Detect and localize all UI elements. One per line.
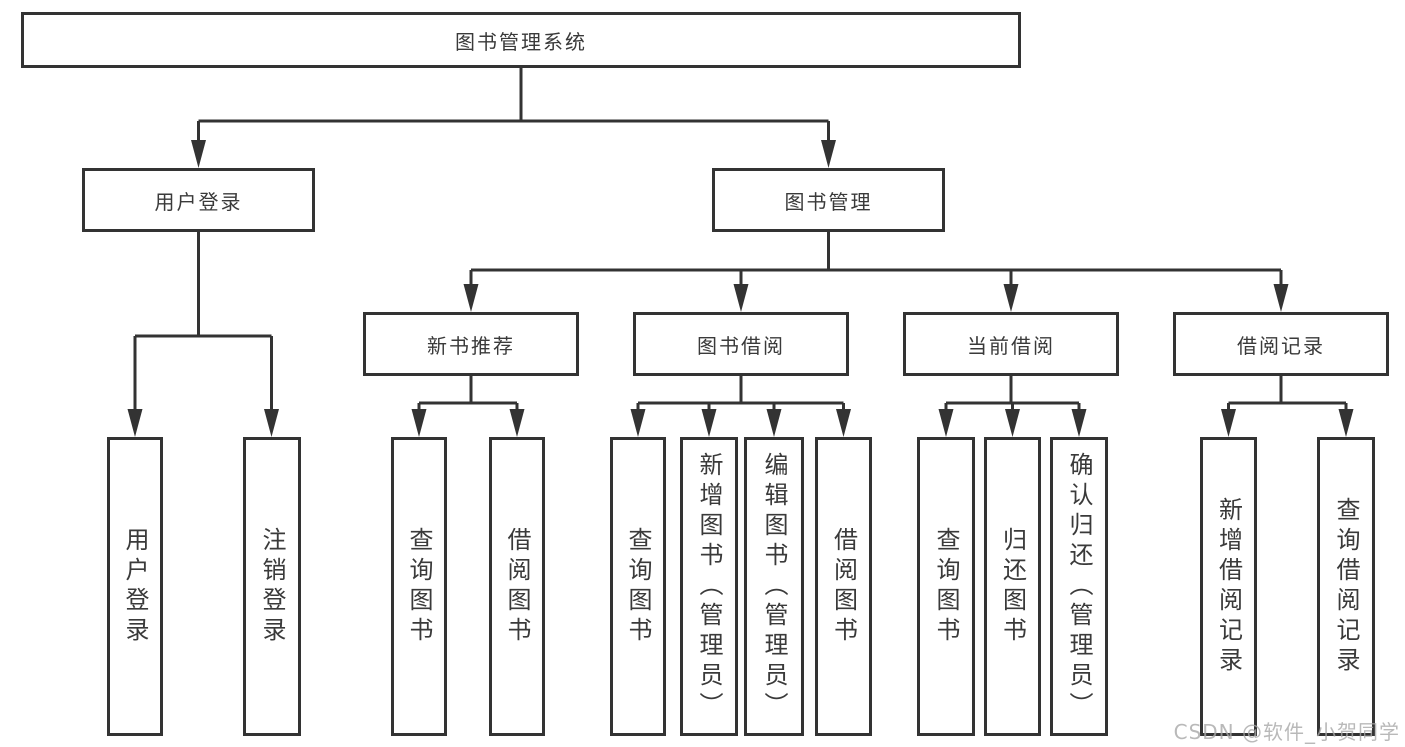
node-label: 图书管理 [784,189,873,214]
leaf-label: 查询图书 [405,526,433,647]
leaf-query-borrow-record: 查询借阅记录 [1317,437,1375,736]
leaf-confirm-return-admin: 确认归还（管理员） [1050,437,1108,736]
csdn-watermark: CSDN @软件_小贺同学 [1173,720,1400,744]
leaf-query-books-current: 查询图书 [917,437,975,736]
leaf-user-login: 用户登录 [107,437,163,736]
leaf-add-book-admin: 新增图书（管理员） [680,437,738,736]
leaf-label: 归还图书 [998,526,1027,647]
node-label: 当前借阅 [967,333,1055,358]
node-label: 图书管理系统 [455,29,587,54]
leaf-add-borrow-record: 新增借阅记录 [1200,437,1257,736]
leaf-label: 用户登录 [121,526,149,647]
node-library-management-system: 图书管理系统 [21,12,1021,68]
node-book-management: 图书管理 [712,168,945,232]
leaf-edit-book-admin: 编辑图书（管理员） [744,437,804,736]
leaf-label: 借阅图书 [829,526,858,647]
leaf-label: 查询图书 [932,526,960,647]
node-borrow-records: 借阅记录 [1173,312,1389,376]
leaf-label: 注销登录 [258,526,286,647]
node-label: 图书借阅 [697,333,785,358]
leaf-label: 新增图书（管理员） [695,451,723,722]
leaf-borrow-books: 借阅图书 [815,437,872,736]
leaf-query-books-recommend: 查询图书 [391,437,447,736]
node-book-borrow: 图书借阅 [633,312,849,376]
leaf-label: 编辑图书（管理员） [760,451,788,722]
node-label: 新书推荐 [427,333,515,358]
leaf-borrow-books-recommend: 借阅图书 [489,437,545,736]
node-label: 借阅记录 [1237,333,1325,358]
node-new-book-recommend: 新书推荐 [363,312,579,376]
leaf-query-books-borrow: 查询图书 [610,437,666,736]
leaf-label: 借阅图书 [503,526,531,647]
leaf-return-book: 归还图书 [984,437,1041,736]
leaf-logout: 注销登录 [243,437,301,736]
node-label: 用户登录 [154,189,243,214]
leaf-label: 查询图书 [624,526,652,647]
node-user-login: 用户登录 [82,168,315,232]
node-current-borrow: 当前借阅 [903,312,1119,376]
leaf-label: 查询借阅记录 [1332,496,1360,677]
leaf-label: 新增借阅记录 [1214,496,1243,677]
arrowhead-icons [127,140,1354,437]
leaf-label: 确认归还（管理员） [1065,451,1093,722]
